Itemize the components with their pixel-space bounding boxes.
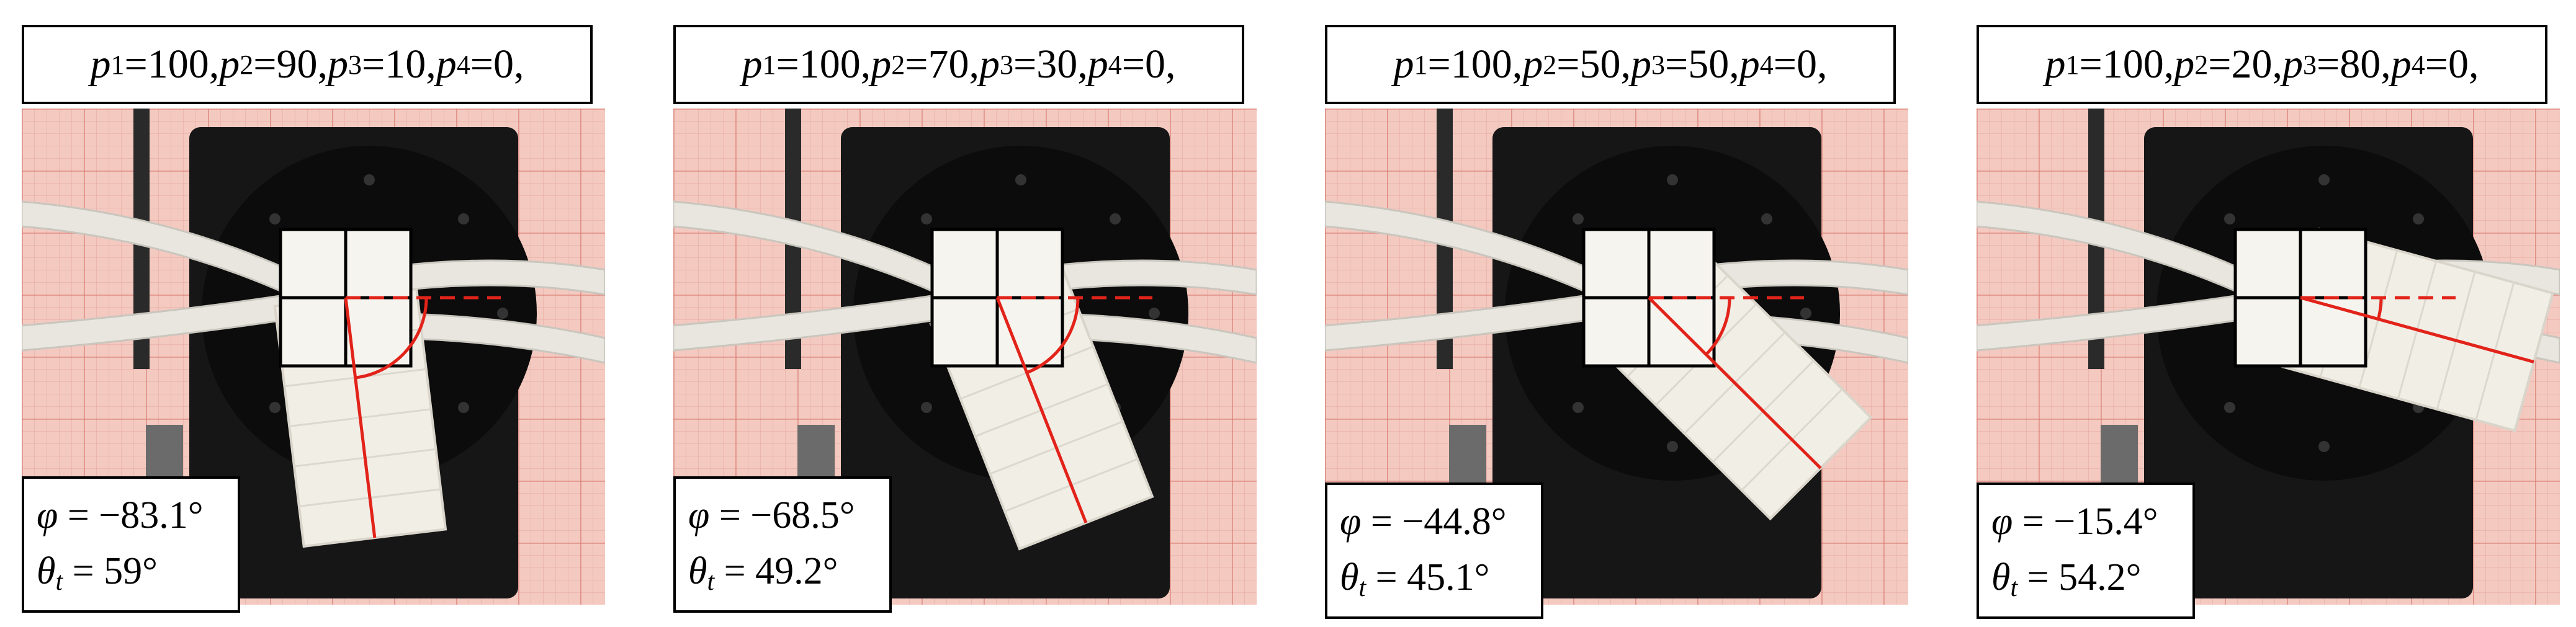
p3-value: 80 — [2340, 42, 2381, 87]
phi-value: −15.4° — [2053, 500, 2158, 543]
actuator-photo-illustration — [22, 109, 605, 605]
phi-value: −44.8° — [1402, 500, 1507, 543]
angle-readout: φ = −68.5°θt = 49.2° — [673, 476, 892, 613]
p2-value: 50 — [1579, 42, 1621, 87]
theta-value: 59° — [104, 550, 158, 592]
p4-value: 0 — [1796, 42, 1817, 87]
theta-value: 45.1° — [1407, 556, 1490, 598]
p2-value: 90 — [276, 42, 318, 87]
photo — [22, 109, 605, 605]
p1-value: 100 — [2102, 42, 2164, 87]
angle-arc — [355, 297, 428, 380]
actuator-photo-illustration — [1325, 109, 1908, 605]
bending-angle-line — [1648, 296, 1822, 469]
bending-angle-line — [2300, 296, 2534, 363]
angle-arc — [1026, 297, 1080, 375]
bending-angle-line — [344, 297, 377, 538]
photo — [673, 109, 1257, 605]
theta-value: 49.2° — [755, 550, 838, 592]
angle-arc — [2376, 297, 2383, 320]
p1-value: 100 — [799, 42, 861, 87]
p3-value: 30 — [1036, 42, 1078, 87]
angle-readout: φ = −15.4°θt = 54.2° — [1977, 482, 2195, 619]
p4-value: 0 — [2448, 42, 2469, 87]
angle-readout: φ = −83.1°θt = 59° — [22, 476, 240, 613]
p3-value: 10 — [385, 42, 426, 87]
p2-value: 70 — [928, 42, 969, 87]
phi-value: −83.1° — [99, 494, 204, 536]
theta-value: 54.2° — [2058, 556, 2142, 598]
angle-readout: φ = −44.8°θt = 45.1° — [1325, 482, 1543, 619]
p2-value: 20 — [2231, 42, 2273, 87]
angle-arc — [1705, 297, 1731, 356]
bending-angle-line — [995, 297, 1088, 523]
p3-value: 50 — [1688, 42, 1730, 87]
p4-value: 0 — [493, 42, 514, 87]
p4-value: 0 — [1144, 42, 1165, 87]
p1-value: 100 — [1450, 42, 1512, 87]
photo — [1325, 109, 1908, 605]
p1-value: 100 — [147, 42, 209, 87]
phi-value: −68.5° — [750, 494, 855, 536]
photo — [1977, 109, 2560, 605]
